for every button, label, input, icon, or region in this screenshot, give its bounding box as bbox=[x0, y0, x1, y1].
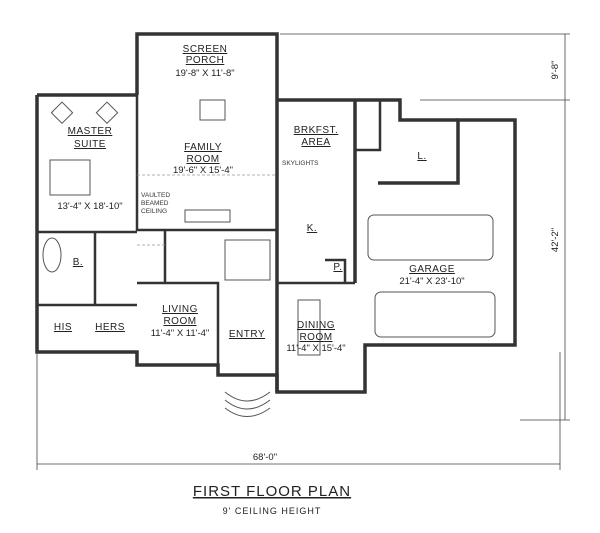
master-suite-label: MASTER bbox=[68, 126, 113, 137]
exterior-walls bbox=[35, 32, 517, 394]
dining-room-label: DINING bbox=[297, 320, 335, 331]
ceiling-lines bbox=[137, 174, 277, 246]
overall-width: 68'-0" bbox=[253, 452, 277, 463]
vaulted-note-3: CEILING bbox=[141, 208, 167, 215]
master-suite-size: 13'-4" X 18'-10" bbox=[57, 201, 122, 212]
screen-porch-label-2: PORCH bbox=[186, 55, 225, 66]
hers-closet-label: HERS bbox=[95, 322, 125, 333]
porch-depth: 9'-8" bbox=[550, 61, 561, 80]
screen-porch-label: SCREEN bbox=[183, 44, 228, 55]
family-room-label-2: ROOM bbox=[186, 154, 219, 165]
kitchen-label: K. bbox=[307, 223, 317, 234]
plan-subtitle: 9' CEILING HEIGHT bbox=[223, 506, 322, 516]
his-closet-label: HIS bbox=[54, 322, 72, 333]
overall-depth: 42'-2" bbox=[550, 228, 561, 252]
interior-walls bbox=[37, 95, 382, 365]
living-room-label-2: ROOM bbox=[163, 316, 196, 327]
laundry-label: L. bbox=[417, 151, 426, 162]
entry-label: ENTRY bbox=[229, 329, 265, 340]
vaulted-note-1: VAULTED bbox=[141, 192, 170, 199]
breakfast-label-2: AREA bbox=[301, 137, 330, 148]
breakfast-label: BRKFST. bbox=[294, 125, 339, 136]
dining-room-label-2: ROOM bbox=[299, 332, 332, 343]
bath-label: B. bbox=[73, 257, 83, 268]
dining-room-size: 11'-4" X 15'-4" bbox=[286, 343, 345, 354]
family-room-label: FAMILY bbox=[184, 142, 222, 153]
master-suite-label-2: SUITE bbox=[74, 139, 106, 150]
family-room-size: 19'-6" X 15'-4" bbox=[173, 165, 233, 176]
living-room-size: 11'-4" X 11'-4" bbox=[151, 328, 210, 339]
vaulted-note-2: BEAMED bbox=[141, 200, 169, 207]
dimension-lines bbox=[36, 33, 570, 470]
plan-title: FIRST FLOOR PLAN bbox=[193, 483, 351, 500]
garage-label: GARAGE bbox=[409, 264, 455, 275]
living-room-label: LIVING bbox=[162, 304, 198, 315]
furniture bbox=[42, 101, 496, 356]
pantry-label: P. bbox=[333, 262, 342, 273]
garage-size: 21'-4" X 23'-10" bbox=[399, 276, 464, 287]
skylights-note: SKYLIGHTS bbox=[282, 160, 319, 167]
front-steps bbox=[224, 391, 271, 417]
screen-porch-size: 19'-8" X 11'-8" bbox=[175, 68, 234, 79]
